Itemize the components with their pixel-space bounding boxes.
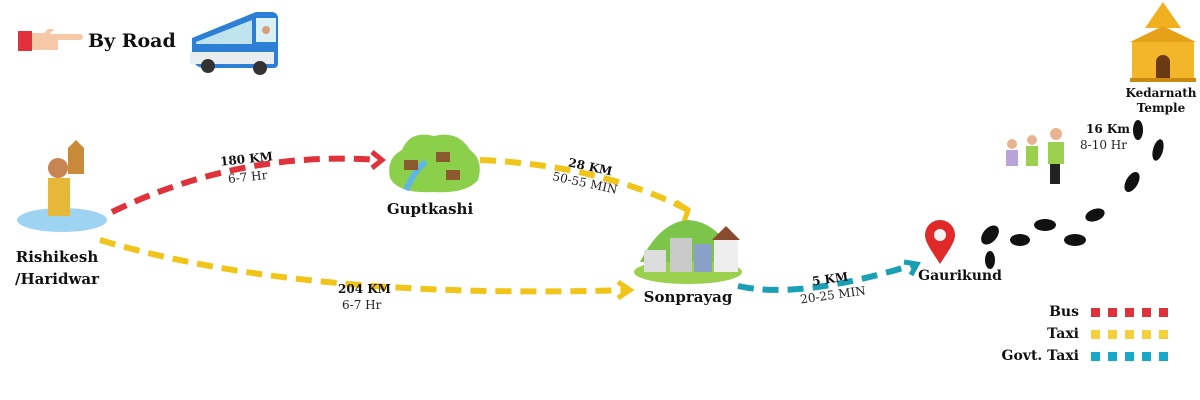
bus-icon <box>186 8 282 78</box>
route-3-distance: 204 KM <box>338 282 391 296</box>
village-icon <box>386 128 482 194</box>
location-pin-icon <box>925 220 955 264</box>
place-kedarnath: Kedarnath Temple <box>1125 86 1197 115</box>
place-origin: Rishikesh /Haridwar <box>15 248 99 288</box>
temple-icon <box>1128 2 1198 82</box>
place-sonprayag: Sonprayag <box>643 288 733 306</box>
trekkers-icon <box>1000 124 1076 186</box>
place-guptkashi: Guptkashi <box>386 200 474 218</box>
bus-route-line <box>110 155 381 215</box>
place-gaurikund: Gaurikund <box>918 268 1002 284</box>
legend: Bus Taxi Govt. Taxi <box>1002 301 1176 367</box>
origin-illustration-icon <box>12 138 112 238</box>
header-title: By Road <box>88 30 176 52</box>
town-icon <box>630 212 746 284</box>
legend-item-bus: Bus <box>1002 301 1176 323</box>
pointing-hand-icon <box>18 28 84 54</box>
taxi-route-line-direct <box>99 237 629 295</box>
route-5-time: 8-10 Hr <box>1080 138 1127 152</box>
govt-taxi-route-line <box>737 261 917 293</box>
legend-item-taxi: Taxi <box>1002 323 1176 345</box>
route-3-time: 6-7 Hr <box>342 298 382 312</box>
route-5-distance: 16 Km <box>1086 122 1131 136</box>
taxi-route-line-guptkashi <box>479 157 690 213</box>
legend-item-govt-taxi: Govt. Taxi <box>1002 345 1176 367</box>
footsteps-icon <box>981 120 1164 269</box>
